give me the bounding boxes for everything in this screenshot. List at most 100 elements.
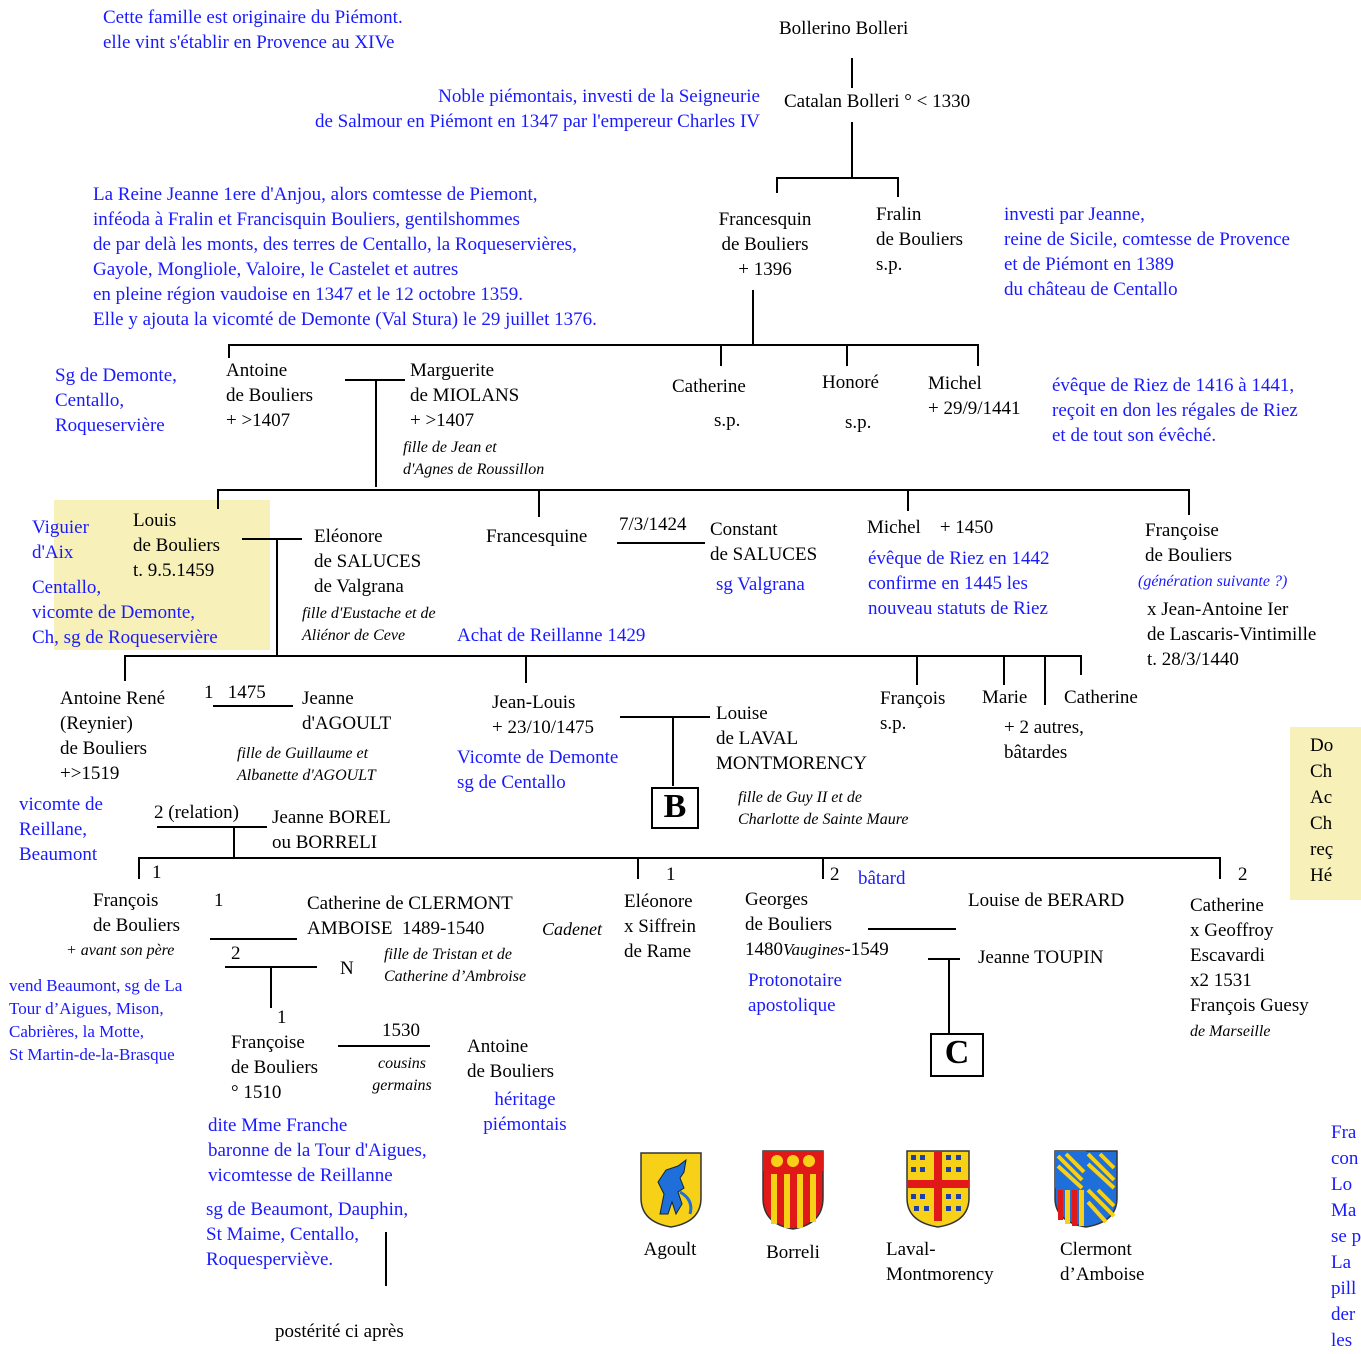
batard-note: bâtard: [858, 868, 906, 889]
person-michel1: Michel + 29/9/1441: [928, 373, 1021, 419]
line: [525, 655, 527, 683]
borreli-coat-of-arms-icon: [762, 1150, 824, 1230]
rank-1-francoise: 1: [277, 1007, 287, 1028]
cadenet-label: Cadenet: [542, 919, 602, 939]
sg-demonte-note: Sg de Demonte, Centallo, Roqueservière: [55, 365, 177, 436]
line: [217, 489, 219, 509]
person-catherine1: Catherine: [672, 376, 746, 397]
line: [752, 290, 754, 345]
line: [338, 1045, 430, 1047]
line: [851, 58, 853, 88]
borreli-caption: Borreli: [766, 1242, 820, 1263]
person-marguerite: Marguerite de MIOLANS + >1407: [410, 360, 520, 431]
origin-note: Cette famille est originaire du Piémont.…: [103, 7, 403, 53]
line: [233, 826, 235, 858]
line: [846, 344, 848, 366]
line: [620, 716, 710, 718]
viguier-note: Viguier d'Aix: [32, 517, 89, 563]
line: [375, 379, 377, 487]
clermont-amboise-coat-of-arms-icon: [1054, 1150, 1118, 1228]
rank-1-francois: 1: [152, 862, 162, 883]
person-francois-sp: François s.p.: [880, 688, 946, 734]
line: [242, 538, 302, 540]
line: [720, 344, 722, 366]
line: [617, 542, 705, 544]
right-note-highlight: [1290, 727, 1361, 900]
line: [851, 122, 853, 178]
line: [138, 857, 1220, 859]
generation-note: (génération suivante ?): [1138, 573, 1288, 590]
agoult-caption: Agoult: [643, 1239, 697, 1260]
person-antoine2: Antoine de Bouliers: [467, 1036, 555, 1082]
michel-eveque-note: évêque de Riez de 1416 à 1441, reçoit en…: [1052, 375, 1298, 446]
rank-1-eleonore: 1: [666, 864, 676, 885]
eleonore-parents: fille d'Eustache et de Aliénor de Ceve: [302, 605, 436, 644]
line: [210, 938, 297, 940]
fralin-invest-note: investi par Jeanne, reine de Sicile, com…: [1004, 204, 1290, 300]
line: [1219, 857, 1221, 879]
jeanne-agoult-parents: fille de Guillaume et Albanette d'AGOULT: [237, 745, 376, 784]
salmour-note: Noble piémontais, investi de la Seigneur…: [314, 86, 760, 132]
child-n: N: [340, 958, 354, 979]
person-michel2: Michel + 1450: [867, 517, 994, 538]
person-jeanne-toupin: Jeanne TOUPIN: [978, 947, 1104, 968]
person-francois: François de Bouliers: [93, 890, 181, 936]
person-louise-berard: Louise de BERARD: [968, 890, 1125, 911]
line: [977, 344, 979, 366]
rank-2-catherine: 2: [1238, 864, 1248, 885]
person-catalan: Catalan Bolleri ° < 1330: [784, 91, 971, 112]
francoise-sg-note: sg de Beaumont, Dauphin, St Maime, Centa…: [206, 1199, 409, 1270]
line: [1080, 655, 1082, 675]
line: [672, 716, 674, 786]
right-box-partial: Do Ch Ac Ch reç Hé: [1310, 735, 1334, 886]
person-jeanne-agoult: Jeanne d'AGOULT: [302, 688, 392, 734]
line: [948, 958, 950, 1034]
line: [157, 826, 267, 828]
line: [213, 705, 293, 707]
person-constant: Constant de SALUCES: [710, 519, 818, 565]
de-marseille: de Marseille: [1190, 1023, 1271, 1040]
line: [385, 1232, 387, 1286]
person-francesquine: Francesquine: [486, 526, 588, 547]
protonotaire-note: Protonotaire apostolique: [748, 970, 842, 1016]
francoise1-marriage: x Jean-Antoine Ier de Lascaris-Vintimill…: [1147, 599, 1317, 670]
autres-batardes: + 2 autres, bâtardes: [1004, 717, 1084, 763]
person-jean-louis: Jean-Louis + 23/10/1475: [492, 692, 595, 738]
line: [776, 177, 778, 193]
reference-box-c[interactable]: C: [930, 1033, 984, 1077]
marriage-2-label: 2: [231, 943, 241, 964]
marriage-1530: 1530: [382, 1020, 420, 1041]
catherine-parents: fille de Tristan et de Catherine d’Ambro…: [384, 946, 527, 985]
louis-highlight: [54, 500, 270, 650]
person-catherine3: Catherine x Geoffroy Escavardi x2 1531 F…: [1190, 895, 1309, 1016]
person-francoise2: Françoise de Bouliers ° 1510: [231, 1032, 319, 1103]
line: [907, 489, 909, 511]
cousins-germains: cousins germains: [372, 1055, 432, 1094]
line: [822, 857, 824, 879]
louise-parents: fille de Guy II et de Charlotte de Saint…: [738, 789, 909, 828]
line: [1188, 489, 1190, 515]
antoine-rene-titles-note: vicomte de Reillane, Beaumont: [19, 794, 103, 865]
louis-titles-note: Centallo, vicomte de Demonte, Ch, sg de …: [32, 577, 218, 648]
laval-montmorency-caption: Laval- Montmorency: [886, 1239, 994, 1285]
georges-dates: 1480Vaugines-1549: [745, 939, 889, 960]
agoult-coat-of-arms-icon: [640, 1152, 702, 1228]
line: [124, 655, 1081, 657]
reference-box-b[interactable]: B: [651, 787, 699, 829]
jean-louis-titles-note: Vicomte de Demonte sg de Centallo: [457, 747, 619, 793]
person-louis: Louis de Bouliers t. 9.5.1459: [133, 510, 221, 581]
reine-jeanne-note: La Reine Jeanne 1ere d'Anjou, alors comt…: [93, 184, 597, 330]
person-eleonore: Eléonore de SALUCES de Valgrana: [314, 526, 422, 597]
right-bottom-partial: Fra con Lo Ma se p La pill der les: [1331, 1122, 1361, 1351]
relation-label: 2 (relation): [154, 802, 239, 823]
person-marie: Marie: [982, 687, 1028, 708]
line: [916, 655, 918, 685]
line: [1044, 655, 1046, 705]
person-georges: Georges de Bouliers: [745, 889, 833, 935]
heritage-note: héritage piémontais: [483, 1089, 567, 1135]
marriage-1-label: 1: [214, 890, 224, 911]
line: [228, 344, 979, 346]
clermont-amboise-caption: Clermont d’Amboise: [1060, 1239, 1145, 1285]
line: [538, 489, 540, 517]
michel2-eveque-note: évêque de Riez en 1442 confirme en 1445 …: [868, 548, 1050, 619]
